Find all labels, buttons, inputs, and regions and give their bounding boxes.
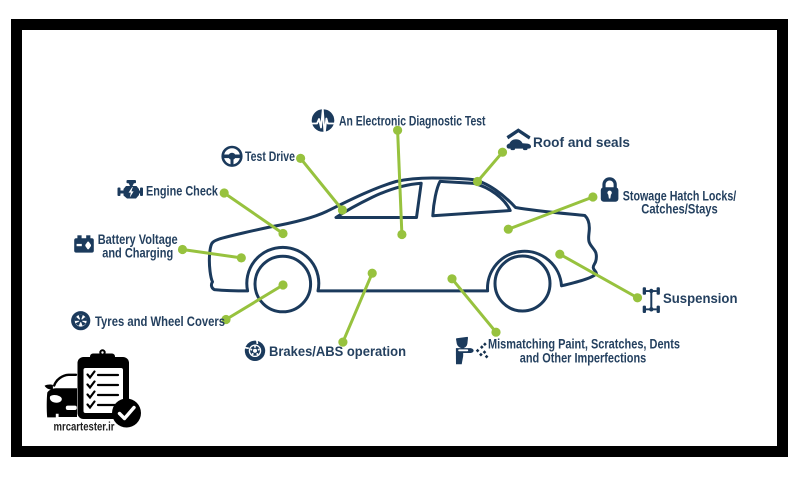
svg-text:Catches/Stays: Catches/Stays <box>641 202 718 217</box>
svg-text:and Charging: and Charging <box>102 246 173 261</box>
svg-text:Engine Check: Engine Check <box>146 184 218 199</box>
svg-text:Battery Voltage: Battery Voltage <box>98 232 178 247</box>
svg-text:Tyres and Wheel Covers: Tyres and Wheel Covers <box>95 314 225 329</box>
svg-text:mrcartester.ir: mrcartester.ir <box>54 420 115 434</box>
svg-text:Suspension: Suspension <box>663 291 738 306</box>
svg-text:An Electronic Diagnostic Test: An Electronic Diagnostic Test <box>339 114 486 129</box>
svg-text:Roof and seals: Roof and seals <box>533 135 630 150</box>
svg-text:and Other Imperfections: and Other Imperfections <box>520 351 647 366</box>
svg-text:Test Drive: Test Drive <box>245 149 295 164</box>
svg-text:Brakes/ABS operation: Brakes/ABS operation <box>269 344 406 359</box>
svg-text:Stowage Hatch Locks/: Stowage Hatch Locks/ <box>623 189 737 204</box>
svg-text:Mismatching Paint, Scratches,: Mismatching Paint, Scratches, Dents <box>488 337 680 352</box>
